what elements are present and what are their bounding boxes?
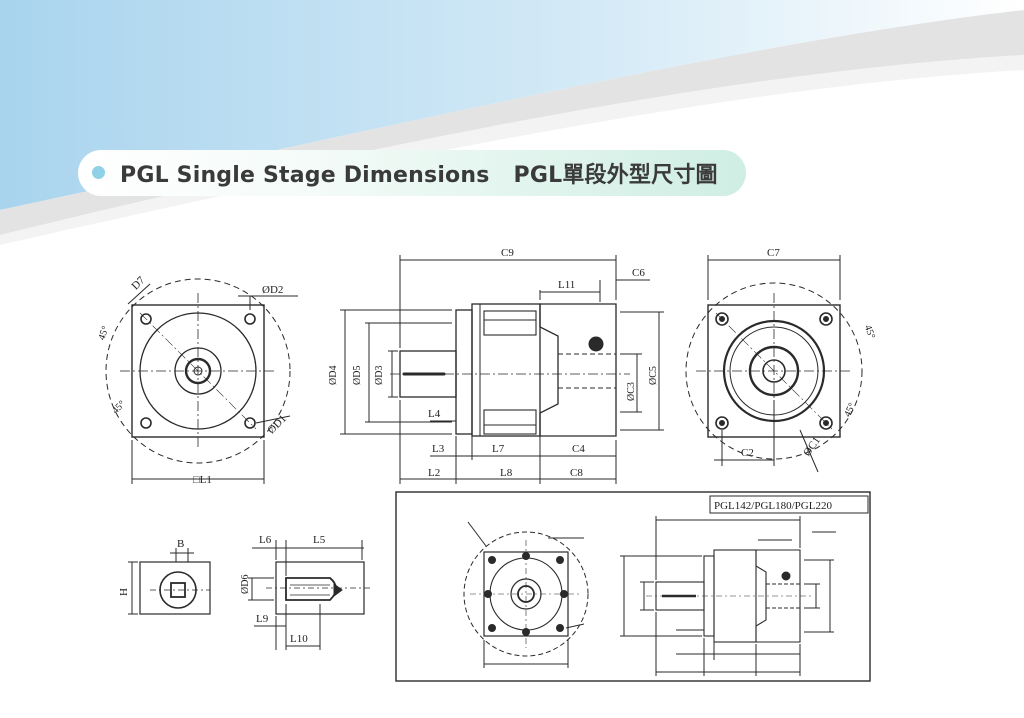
dim-c4: C4 — [572, 443, 585, 455]
front-bolt-circle — [105, 278, 291, 464]
inset-panel — [395, 491, 871, 682]
front-view — [105, 278, 298, 484]
side-view — [340, 255, 664, 484]
title-chinese: PGL單段外型尺寸圖 — [513, 163, 718, 188]
dim-l5: L5 — [313, 534, 326, 546]
bullet-icon — [92, 166, 105, 179]
dim-angle-top: 45° — [96, 325, 111, 342]
dim-c6: C6 — [632, 267, 645, 279]
grey-wave — [0, 10, 1024, 235]
dim-l9: L9 — [256, 613, 269, 625]
shaft-side-view — [248, 540, 372, 650]
rear-view — [685, 255, 863, 473]
blue-wave — [0, 0, 1024, 210]
side-housing — [471, 303, 541, 437]
side-flange — [455, 309, 473, 435]
front-bolt-hole — [140, 417, 152, 429]
front-bolt-hole — [140, 313, 152, 325]
dim-c7: C7 — [767, 247, 780, 259]
shaft-end-outline — [139, 561, 211, 615]
dim-l3: L3 — [432, 443, 445, 455]
dim-c8: C8 — [570, 467, 583, 479]
rear-bolt-circle — [685, 282, 863, 460]
dim-h: H — [118, 588, 130, 596]
dim-c5: ØC5 — [648, 366, 659, 385]
shaft-end-view — [128, 548, 211, 615]
rear-angle-bottom: 45° — [842, 401, 858, 418]
dim-b: B — [177, 538, 184, 550]
rear-angle-top: 45° — [862, 324, 877, 341]
dim-l7: L7 — [492, 443, 505, 455]
front-bolt-hole — [244, 313, 256, 325]
side-motor-adapter — [539, 303, 617, 437]
dim-l8: L8 — [500, 467, 513, 479]
dim-d2: ØD2 — [262, 284, 283, 296]
inset-label-box — [709, 495, 869, 514]
light-wave — [0, 55, 1024, 245]
title-english: PGL Single Stage Dimensions — [120, 163, 490, 188]
inset-model-label: PGL142/PGL180/PGL220 — [714, 500, 832, 512]
dim-l1: □L1 — [193, 474, 212, 486]
dim-d6: ØD6 — [240, 575, 251, 594]
dim-d7: D7 — [129, 274, 147, 292]
page-title: PGL Single Stage Dimensions PGL單段外型尺寸圖 — [120, 157, 742, 189]
key-shape — [285, 577, 337, 601]
dim-l2: L2 — [428, 467, 440, 479]
dim-l4: L4 — [428, 408, 441, 420]
side-clamp-screw — [588, 336, 604, 352]
title-banner — [78, 150, 746, 196]
dim-d3: ØD3 — [374, 366, 385, 385]
front-bolt-hole — [244, 417, 256, 429]
dim-c2: C2 — [741, 447, 754, 459]
dim-d1: ØD1 — [265, 413, 289, 437]
dim-l6: L6 — [259, 534, 272, 546]
dim-c9: C9 — [501, 247, 514, 259]
dim-angle-bottom: 45° — [110, 399, 128, 417]
dim-l10: L10 — [290, 633, 308, 645]
dim-l11: L11 — [558, 279, 575, 291]
inset-frame — [395, 491, 871, 682]
dim-d4: ØD4 — [328, 366, 339, 385]
dim-c3: ØC3 — [626, 382, 637, 401]
dim-d5: ØD5 — [352, 366, 363, 385]
